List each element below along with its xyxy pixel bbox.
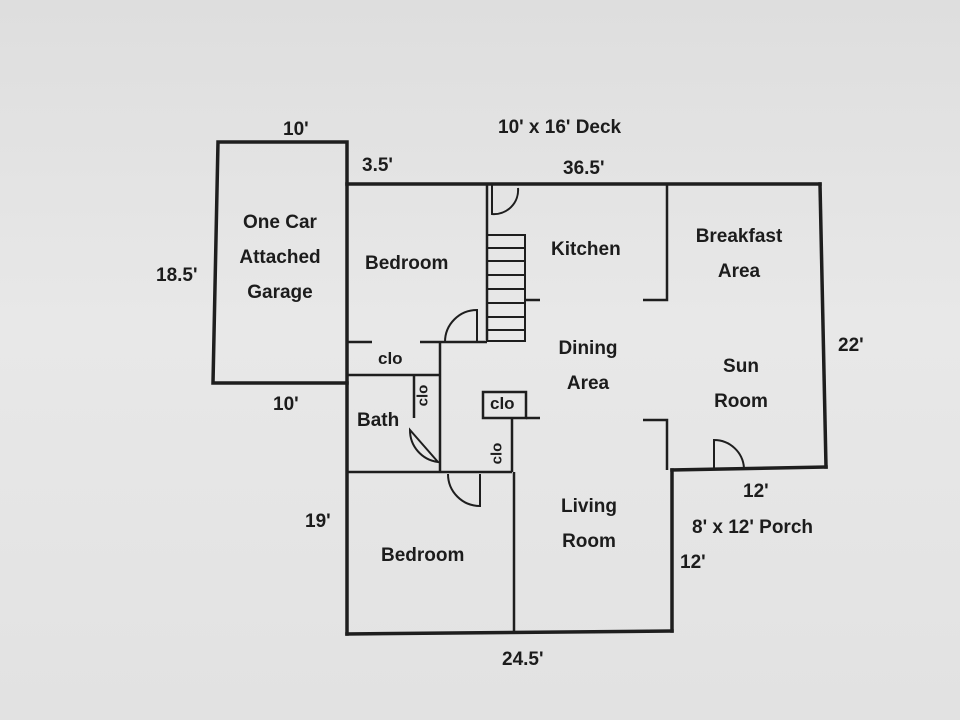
living-label: Living Room <box>545 489 633 559</box>
garage-label-line-3: Garage <box>247 282 313 304</box>
living-right-dimension: 12' <box>680 552 706 573</box>
garage-top-dimension: 10' <box>283 119 309 140</box>
garage-label: One Car Attached Garage <box>228 205 332 310</box>
dining-label-line-2: Area <box>566 373 610 395</box>
sunroom-bottom-dimension: 12' <box>743 481 769 502</box>
bedroom-top-label: Bedroom <box>365 253 449 274</box>
deck-door <box>491 184 520 216</box>
door-swings <box>408 184 745 508</box>
closet-hall-label: clo <box>490 394 515 413</box>
garage-label-line-1: One Car <box>243 212 317 233</box>
sunroom-left-wall <box>643 418 669 470</box>
deck-label: 10' x 16' Deck <box>498 117 622 138</box>
house-left-dimension: 19' <box>305 511 331 532</box>
living-label-line-1: Living <box>561 496 617 517</box>
house-bottom-wall <box>345 629 674 636</box>
kitchen-label: Kitchen <box>551 239 621 260</box>
house-top-dimension: 36.5' <box>563 158 605 179</box>
garage-label-line-2: Attached <box>239 247 321 269</box>
living-label-line-2: Room <box>562 531 616 553</box>
breakfast-label: Breakfast Area <box>682 219 796 289</box>
closet-lower-label: clo <box>488 442 506 465</box>
closet-main-label: clo <box>378 349 403 368</box>
house-right-dimension: 22' <box>838 335 864 356</box>
staircase <box>486 234 526 342</box>
bedroom-bottom-label: Bedroom <box>381 545 465 566</box>
porch-label: 8' x 12' Porch <box>692 517 813 538</box>
sunroom-right-wall <box>818 182 828 469</box>
sunroom-bottom-wall <box>670 465 828 472</box>
dining-label-line-1: Dining <box>558 338 618 359</box>
bath-door <box>408 427 441 464</box>
offset-top-dimension: 3.5' <box>362 155 393 176</box>
lower-bedroom-door <box>447 473 481 508</box>
garage-bottom-dimension: 10' <box>273 394 299 415</box>
breakfast-label-line-1: Breakfast <box>695 226 783 247</box>
breakfast-label-line-2: Area <box>717 261 761 283</box>
sunroom-label: Sun Room <box>698 349 784 419</box>
bedroom-door <box>443 308 478 343</box>
garage-side-dimension: 18.5' <box>156 265 198 286</box>
closet-bath-label: clo <box>414 384 432 407</box>
dining-label: Dining Area <box>540 331 636 401</box>
bath-label: Bath <box>357 410 400 431</box>
sunroom-label-line-1: Sun <box>723 356 759 377</box>
porch-door <box>713 438 745 469</box>
house-bottom-dimension: 24.5' <box>502 649 544 670</box>
sunroom-label-line-2: Room <box>714 391 768 413</box>
kitchen-breakfast-wall <box>643 184 669 302</box>
